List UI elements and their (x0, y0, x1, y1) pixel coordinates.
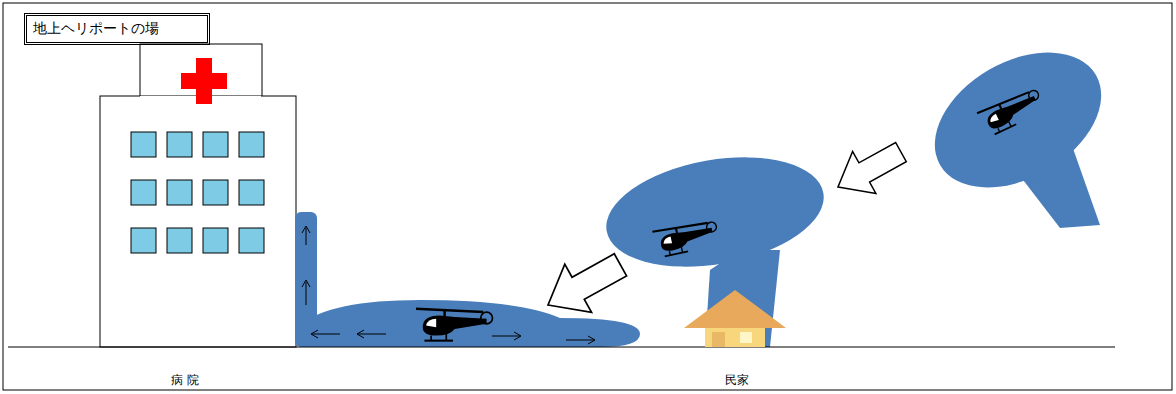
helicopter (416, 309, 492, 341)
downwash (295, 25, 1125, 347)
title-box: 地上ヘリポートの場 (24, 13, 210, 45)
helicopter (652, 219, 720, 258)
hospital (100, 44, 296, 347)
flow-arrows (302, 226, 595, 344)
ground-line (8, 347, 1115, 348)
helicopter (977, 86, 1046, 137)
frame (3, 3, 1172, 390)
house (684, 290, 786, 347)
building-label: 民家 (725, 372, 749, 389)
building-label: 病 院 (171, 372, 199, 389)
approach-arrow (826, 131, 912, 208)
approach-arrow (535, 241, 634, 329)
diagram-title: 地上ヘリポートの場 (27, 20, 159, 38)
